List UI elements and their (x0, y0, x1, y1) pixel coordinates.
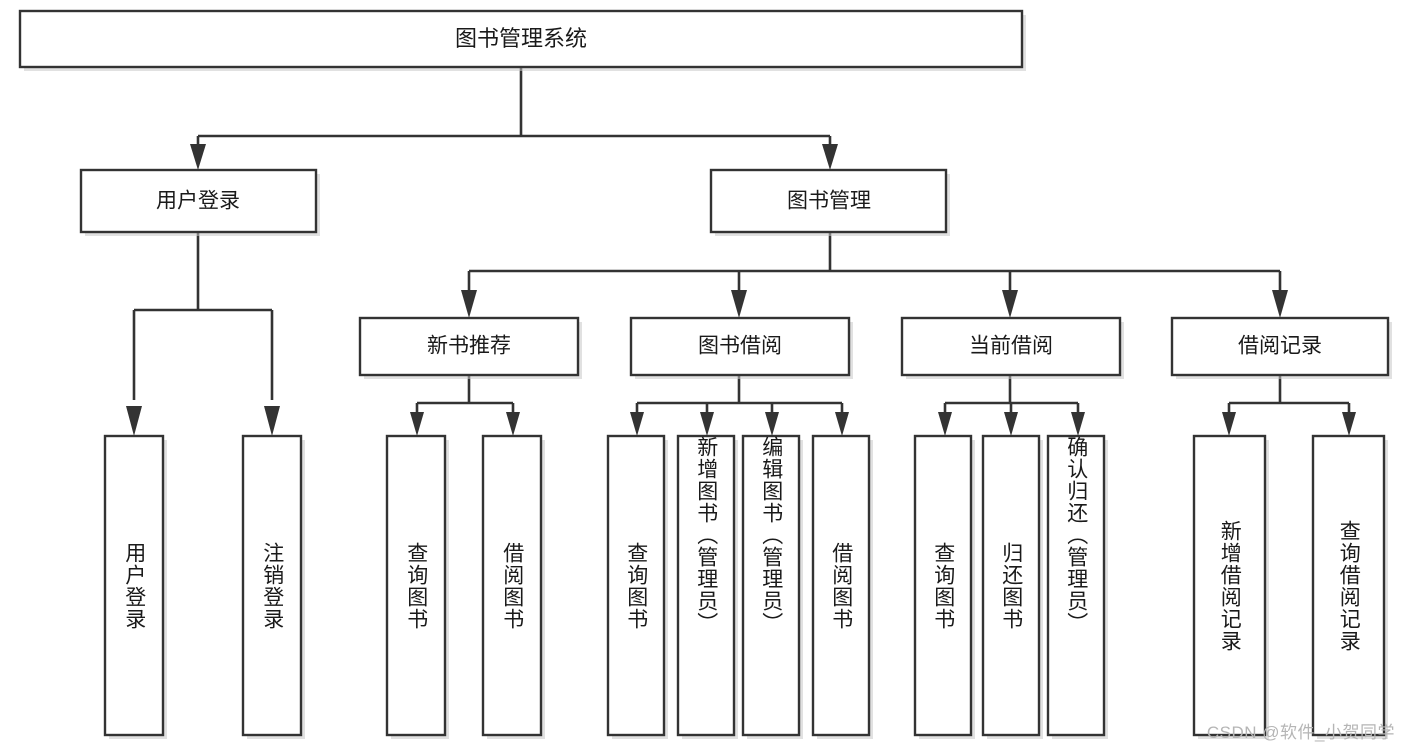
node-current-borrow-label: 当前借阅 (969, 335, 1053, 358)
connector-current-to-leaves (938, 375, 1085, 436)
node-leaf-logout[interactable] (241, 434, 305, 739)
node-book-management-label: 图书管理 (787, 190, 871, 213)
connector-level2-bookmgmt-to-level3 (461, 232, 1288, 318)
node-new-book-recommend-label: 新书推荐 (427, 335, 511, 358)
node-user-login[interactable]: 用户登录 (79, 168, 320, 236)
node-root-label: 图书管理系统 (455, 26, 587, 51)
node-current-borrow[interactable]: 当前借阅 (900, 316, 1124, 379)
node-borrow-record-label: 借阅记录 (1238, 335, 1322, 358)
watermark-text: CSDN @软件_小贺同学 (1206, 723, 1395, 742)
node-new-book-recommend[interactable]: 新书推荐 (358, 316, 582, 379)
node-leaf-query-book-current[interactable] (913, 434, 975, 739)
node-leaf-confirm-return-admin[interactable] (1046, 434, 1108, 739)
node-leaf-borrow-book[interactable] (811, 434, 873, 739)
node-borrow-record[interactable]: 借阅记录 (1170, 316, 1392, 379)
node-book-borrow[interactable]: 图书借阅 (629, 316, 853, 379)
node-leaf-user-login[interactable] (103, 434, 167, 739)
connector-record-to-leaves (1222, 375, 1356, 436)
node-leaf-add-borrow-record[interactable] (1192, 434, 1269, 739)
node-book-management[interactable]: 图书管理 (709, 168, 950, 236)
connector-newbook-to-leaves (410, 375, 520, 436)
node-leaf-query-book-newbook[interactable] (385, 434, 449, 739)
connector-borrow-to-leaves (630, 375, 849, 436)
node-root[interactable]: 图书管理系统 (18, 9, 1026, 71)
node-user-login-label: 用户登录 (156, 190, 240, 213)
node-leaf-query-borrow-record[interactable] (1311, 434, 1388, 739)
node-leaf-edit-book-admin[interactable] (741, 434, 803, 739)
node-leaf-return-book[interactable] (981, 434, 1043, 739)
node-leaf-query-book-borrow[interactable] (606, 434, 668, 739)
node-leaf-add-book-admin[interactable] (676, 434, 738, 739)
connector-root-to-level2 (190, 67, 838, 170)
node-book-borrow-label: 图书借阅 (698, 335, 782, 358)
node-leaf-borrow-book-newbook[interactable] (481, 434, 545, 739)
connector-level2-userlogin-to-leaves (126, 232, 280, 436)
